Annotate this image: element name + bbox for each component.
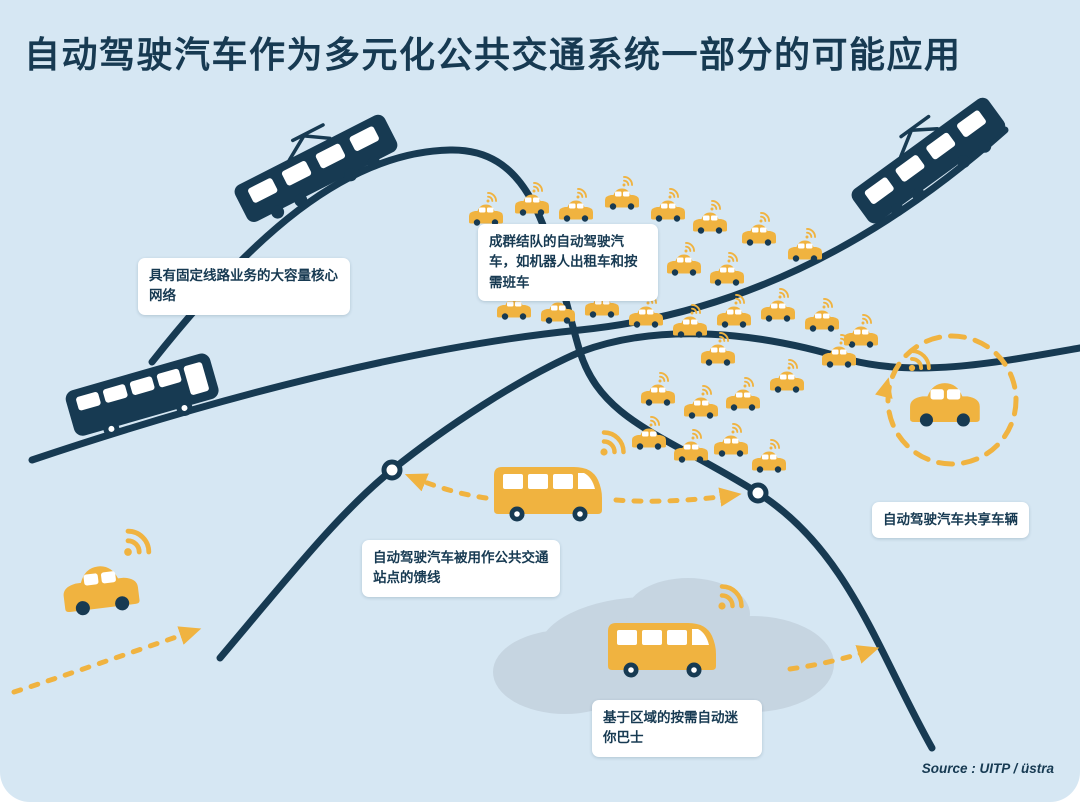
- label-feeder: 自动驾驶汽车被用作公共交通站点的馈线: [362, 540, 560, 597]
- autonomous-car-icon: [693, 201, 727, 234]
- autonomous-car-icon: [641, 373, 675, 406]
- label-text: 成群结队的自动驾驶汽车，如机器人出租车和按需班车: [489, 234, 638, 290]
- autonomous-car-icon: [710, 253, 744, 286]
- autonomous-car-icon: [910, 383, 980, 427]
- page-title: 自动驾驶汽车作为多元化公共交通系统一部分的可能应用: [24, 34, 962, 75]
- source-credit: Source : UITP / üstra: [921, 761, 1054, 776]
- autonomous-car-icon: [770, 360, 804, 393]
- transit-line-lower: [216, 330, 1080, 662]
- autonomous-car-icon: [742, 213, 776, 246]
- autonomous-car-icon: [605, 177, 639, 210]
- autonomous-car-icon: [60, 531, 149, 618]
- label-text: 自动驾驶汽车共享车辆: [883, 512, 1018, 527]
- transit-line-diagonal: [148, 146, 936, 752]
- autonomous-car-icon: [761, 289, 795, 322]
- autonomous-car-icon: [667, 243, 701, 276]
- autonomous-car-icon: [788, 229, 822, 262]
- autonomous-car-icon: [684, 386, 718, 419]
- stop-node: [381, 459, 403, 481]
- autonomous-car-icon: [469, 193, 503, 226]
- label-car-sharing: 自动驾驶汽车共享车辆: [872, 502, 1029, 539]
- label-text: 基于区域的按需自动迷你巴士: [603, 710, 738, 746]
- dashed-arrow: [404, 473, 489, 501]
- minibus-icon: [494, 433, 624, 522]
- label-area-minibus: 基于区域的按需自动迷你巴士: [592, 700, 762, 757]
- dashed-arrow: [787, 645, 880, 672]
- tram-icon: [223, 96, 406, 234]
- stop-node: [747, 482, 769, 504]
- wifi-signal-icon: [124, 531, 149, 556]
- bus-icon: [63, 351, 224, 447]
- autonomous-car-icon: [714, 424, 748, 457]
- autonomous-car-icon: [651, 189, 685, 222]
- autonomous-car-icon: [752, 440, 786, 473]
- label-av-fleets: 成群结队的自动驾驶汽车，如机器人出租车和按需班车: [478, 224, 658, 301]
- autonomous-car-icon: [559, 189, 593, 222]
- autonomous-car-icon: [726, 378, 760, 411]
- label-text: 自动驾驶汽车被用作公共交通站点的馈线: [373, 550, 549, 586]
- car-sharing-loop: [875, 333, 1019, 467]
- label-text: 具有固定线路业务的大容量核心网络: [149, 268, 338, 304]
- av-cluster: [469, 177, 878, 473]
- transit-line-core: [28, 126, 1009, 464]
- dashed-arrow: [613, 487, 742, 507]
- tram-icon: [837, 80, 1015, 235]
- dashed-arrow: [11, 626, 202, 695]
- label-core-network: 具有固定线路业务的大容量核心网络: [138, 258, 350, 315]
- autonomous-car-icon: [805, 299, 839, 332]
- wifi-signal-icon: [600, 433, 623, 456]
